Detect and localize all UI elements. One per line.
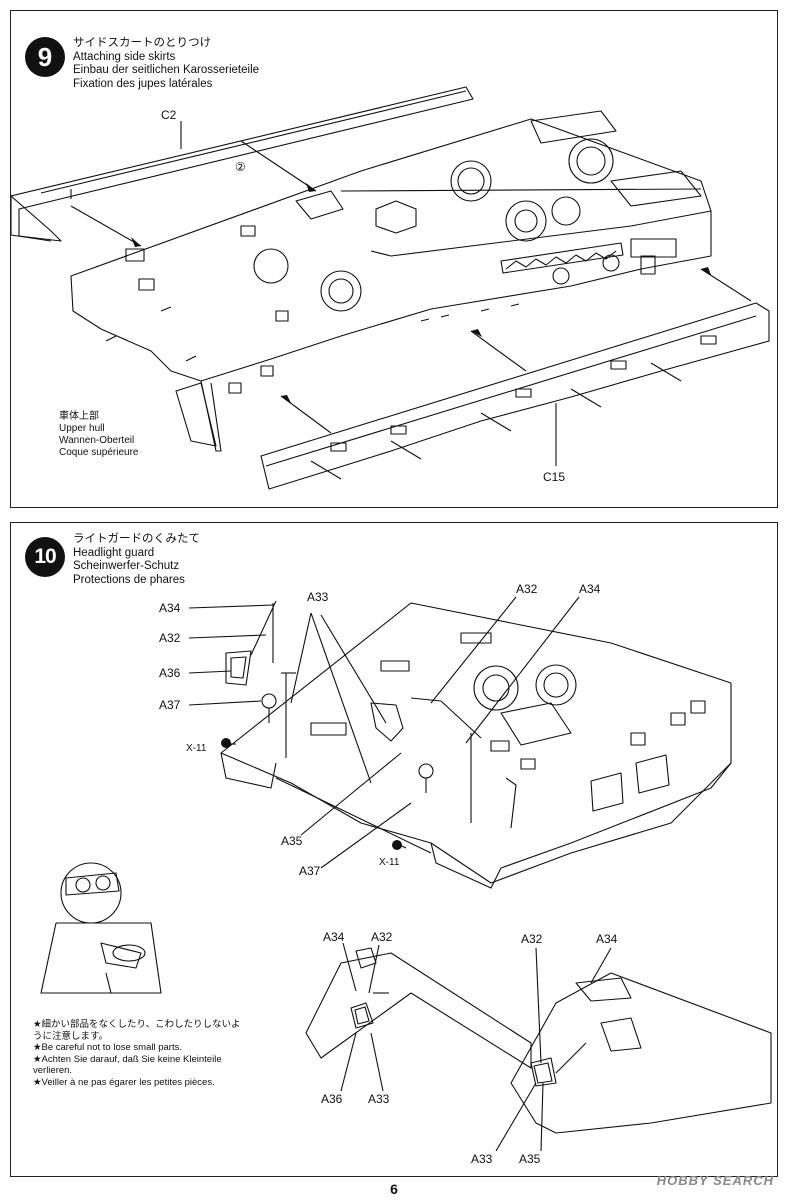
label-a32-closeup-left: A32 [371, 930, 393, 944]
skirt-c15-drawing [260, 302, 770, 490]
label-a32-top: A32 [516, 582, 538, 596]
label-a35-closeup-right: A35 [519, 1152, 541, 1166]
warning-fr: ★Veiller à ne pas égarer les petites piè… [33, 1076, 215, 1088]
label-a34-top: A34 [579, 582, 601, 596]
guard-parts-top [225, 600, 517, 829]
label-a34-left: A34 [159, 601, 181, 615]
hobby-search-watermark: HOBBY SEARCH [656, 1173, 774, 1188]
upper-hull-drawing [70, 110, 712, 452]
label-a32-closeup-right: A32 [521, 932, 543, 946]
label-a32-left: A32 [159, 631, 181, 645]
hull-label-de: Wannen-Oberteil [59, 435, 134, 446]
label-a36-left: A36 [159, 666, 181, 680]
step-10-panel: 10 ライトガードのくみたて Headlight guard Scheinwer… [10, 522, 778, 1177]
leader-lines [188, 596, 580, 869]
closeup-left-drawing [305, 942, 532, 1092]
step-title-fr: Protections de phares [73, 573, 185, 586]
label-a36-closeup-left: A36 [321, 1092, 343, 1106]
closeup-right-drawing [495, 947, 772, 1152]
screw-x11-icon [392, 840, 402, 850]
step-number-badge: 9 [25, 37, 65, 77]
page-number: 6 [390, 1181, 398, 1197]
label-a33-top: A33 [307, 590, 329, 604]
step-titles: サイドスカートのとりつけ Attaching side skirts Einba… [73, 37, 259, 91]
step-title-de: Scheinwerfer-Schutz [73, 560, 180, 572]
step-number: 9 [37, 41, 53, 72]
label-a37-left: A37 [159, 698, 181, 712]
step-titles: ライトガードのくみたて Headlight guard Scheinwerfer… [73, 533, 200, 587]
step-title-en: Attaching side skirts [73, 50, 176, 63]
label-a33-closeup-left: A33 [368, 1092, 390, 1106]
label-a37-mid: A37 [299, 864, 321, 878]
upper-hull-label: 車体上部 Upper hull Wannen-Oberteil Coque su… [59, 409, 139, 458]
step-9-panel: 9 サイドスカートのとりつけ Attaching side skirts Ein… [10, 10, 778, 508]
mechanic-illustration [40, 862, 162, 994]
hull-label-fr: Coque supérieure [59, 447, 139, 458]
step-number: 10 [34, 545, 56, 568]
label-a33-closeup-right: A33 [471, 1152, 493, 1166]
side-skirt-assembly-drawing: C2 ② C15 車体上部 Upper hull Wannen-Oberteil… [11, 86, 770, 490]
warning-jp: ★細かい部品をなくしたり、こわしたりしないように注意します。 [33, 1019, 241, 1042]
label-c15: C15 [543, 470, 565, 484]
screw-x11-icon [221, 738, 231, 748]
headlight-guard-drawing: A34 A32 A36 A37 A33 A32 A34 X-11 A35 A37… [40, 582, 772, 1166]
step-title-jp: サイドスカートのとりつけ [73, 37, 212, 49]
label-x11-mid: X-11 [379, 857, 400, 868]
assembly-arrows [70, 121, 752, 466]
step-title-jp: ライトガードのくみたて [73, 533, 200, 545]
label-c2: C2 [161, 108, 177, 122]
step-title-fr: Fixation des jupes latérales [73, 77, 213, 90]
label-circled-2: ② [235, 160, 246, 174]
label-a34-closeup-left: A34 [323, 930, 345, 944]
hull-front-drawing [220, 602, 732, 889]
warning-en: ★Be careful not to lose small parts. [33, 1042, 182, 1053]
arrow-heads [131, 183, 711, 403]
skirt-c2-drawing [11, 86, 474, 242]
step-title-de: Einbau der seitlichen Karosserieteile [73, 64, 260, 76]
label-a34-closeup-right: A34 [596, 932, 618, 946]
warning-de: ★Achten Sie darauf, daß Sie keine Kleint… [33, 1053, 222, 1077]
step-number-badge: 10 [25, 537, 65, 577]
hull-label-jp: 車体上部 [59, 409, 99, 422]
small-parts-warning: ★細かい部品をなくしたり、こわしたりしないように注意します。 ★Be caref… [33, 1019, 243, 1088]
screw-icons [221, 738, 402, 850]
step-title-en: Headlight guard [73, 546, 155, 559]
label-x11-left: X-11 [186, 743, 207, 754]
hull-label-en: Upper hull [59, 423, 105, 434]
label-a35-mid: A35 [281, 834, 303, 848]
